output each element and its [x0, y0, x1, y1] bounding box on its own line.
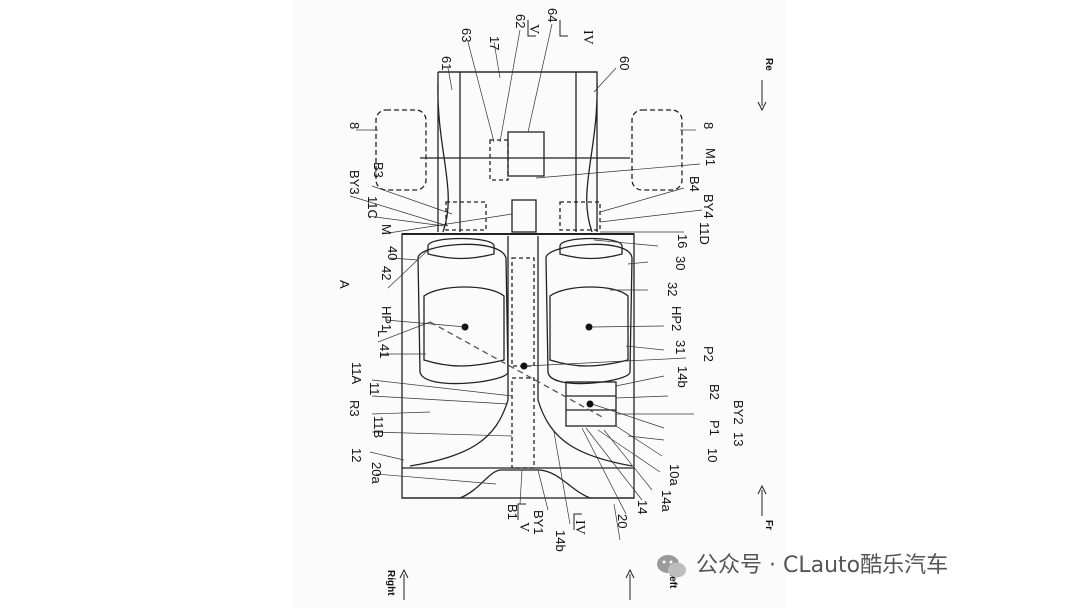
ref-label-l: L: [375, 330, 390, 337]
ref-label-62: 62: [513, 14, 528, 28]
section-markers: [517, 20, 582, 530]
watermark-text: 公众号 · CLauto酷乐汽车: [696, 553, 948, 578]
ref-label-p1: P1: [707, 420, 722, 436]
rear-wheel-left: [375, 109, 427, 191]
ref-label-32: 32: [665, 282, 680, 296]
ref-label-b2: B2: [707, 384, 722, 400]
ref-label-20a: 20a: [369, 462, 384, 484]
battery-b3: [445, 201, 487, 231]
ref-label-10: 10: [705, 448, 720, 462]
ref-label-11: 11: [367, 382, 382, 396]
ref-label-61: 61: [439, 56, 454, 70]
wechat-icon: [657, 555, 686, 578]
section-v-top: [527, 20, 536, 37]
section-iv-top-label: IV: [580, 30, 595, 45]
motor-unit-64: [507, 131, 545, 177]
ref-label-41: 41: [377, 344, 392, 358]
ref-label-b4: B4: [687, 176, 702, 192]
section-iv-bottom: [573, 513, 582, 530]
watermark: 公众号 · CLauto酷乐汽车: [657, 553, 948, 578]
ref-label-b3: B3: [371, 162, 386, 178]
ref-label-11a: 11A: [349, 362, 364, 384]
ref-label-8r: 8: [701, 122, 716, 129]
ref-label-by4: BY4: [701, 194, 716, 219]
direction-arrows: [399, 80, 767, 600]
rear-wheel-right: [631, 109, 683, 191]
ref-label-10a: 10a: [667, 464, 682, 486]
ref-label-by2: BY2: [731, 400, 746, 425]
label-front: Fr: [763, 520, 774, 530]
ref-label-20: 20: [615, 514, 630, 528]
section-iv-top: [559, 20, 568, 37]
section-v-bottom: [517, 503, 526, 520]
leader-lines: [349, 23, 703, 541]
ref-label-14a: 14a: [659, 490, 674, 512]
headrest-42: [427, 237, 495, 260]
ref-label-12: 12: [349, 448, 364, 462]
front-floor-curve: [402, 469, 634, 499]
ref-label-31: 31: [673, 340, 688, 354]
point-hp2: [585, 323, 593, 331]
ref-label-11b: 11B: [371, 416, 386, 438]
ref-label-40: 40: [385, 246, 400, 260]
ref-label-13: 13: [731, 432, 746, 446]
ref-label-63: 63: [459, 28, 474, 42]
ref-label-14b_top: 14b: [675, 366, 690, 388]
reference-points: [461, 323, 594, 408]
seat-cushion-31: [549, 286, 629, 367]
ref-label-b1: B1: [505, 504, 520, 520]
ref-label-14: 14: [635, 500, 650, 514]
ref-label-60: 60: [617, 56, 632, 70]
ref-label-11d: 11D: [697, 222, 712, 245]
seat-30-outline: [545, 243, 633, 385]
point-p1: [586, 400, 594, 408]
ref-label-m1: M1: [703, 148, 718, 166]
label-rear: Re: [763, 58, 774, 71]
ref-label-16: 16: [675, 234, 690, 248]
ref-label-by3: BY3: [347, 170, 362, 195]
ref-label-m: M: [379, 224, 394, 235]
ref-label-a: A: [337, 280, 352, 289]
section-v-bottom-label: V: [516, 522, 531, 532]
ref-label-r3: R3: [347, 400, 362, 417]
line-l: [429, 321, 605, 419]
ref-label-64: 64: [545, 8, 560, 22]
battery-b2: [565, 381, 617, 427]
section-iv-bottom-label: IV: [572, 520, 587, 535]
ref-label-hp1: HP1: [379, 306, 394, 331]
ref-label-14b_bot: 14b: [553, 530, 568, 552]
ref-label-42: 42: [379, 266, 394, 280]
ref-label-30: 30: [673, 256, 688, 270]
section-v-top-label: V: [526, 24, 541, 34]
ref-label-8l: 8: [347, 122, 362, 129]
ref-label-p2: P2: [701, 346, 716, 362]
seat-cushion-41: [423, 286, 505, 367]
ref-label-hp2: HP2: [669, 306, 684, 331]
ref-label-by1: BY1: [531, 510, 546, 535]
label-right: Right: [385, 570, 396, 596]
motor-m: [511, 199, 537, 233]
label-left: Left: [667, 570, 678, 589]
ref-label-11c: 11C: [365, 196, 380, 219]
battery-b4: [559, 201, 601, 231]
headrest-32: [559, 237, 623, 260]
ref-label-17: 17: [487, 36, 502, 50]
point-p2: [520, 362, 528, 370]
paper: [292, 0, 786, 608]
